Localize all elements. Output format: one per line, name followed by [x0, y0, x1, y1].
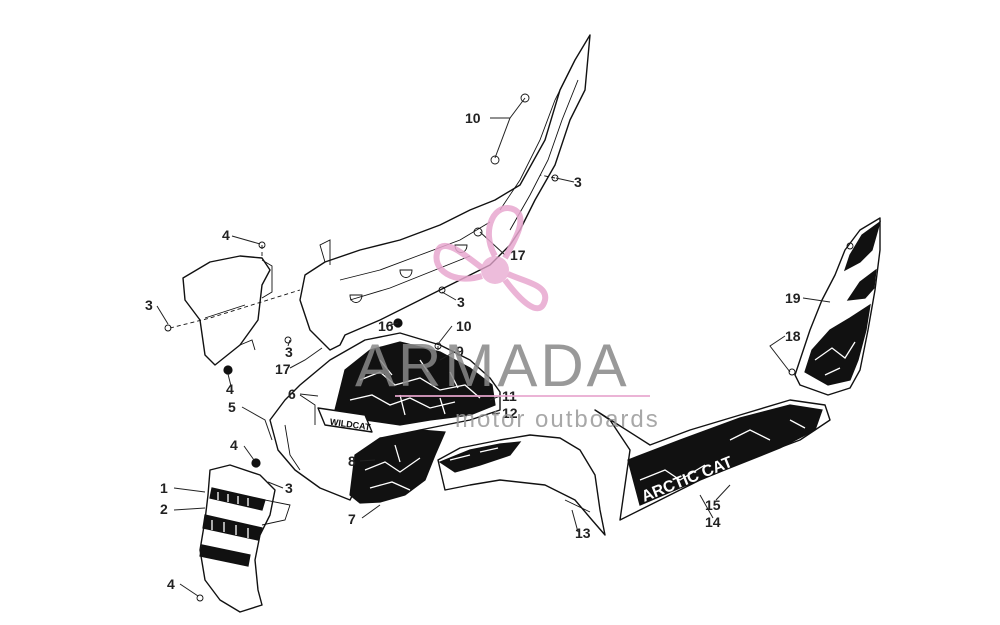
callout-15: 15: [705, 497, 721, 513]
callout-8: 8: [348, 453, 356, 469]
callout-19: 19: [785, 290, 801, 306]
callout-3a: 3: [145, 297, 153, 313]
watermark-brand: ARMADA: [355, 332, 630, 399]
rear-side-panel: [788, 217, 882, 396]
callout-17a: 17: [275, 361, 291, 377]
callout-labels: 1 2 3 3 3 3 3 4 4 4 4 5 6 7 8 9 10 10 11…: [145, 110, 801, 592]
callout-18: 18: [785, 328, 801, 344]
center-fender-flare: [437, 434, 606, 536]
left-side-shroud: [182, 255, 273, 366]
right-side-panel: ARCTIC CAT: [594, 399, 831, 521]
callout-10b: 10: [456, 318, 472, 334]
callout-16: 16: [378, 318, 394, 334]
callout-4a: 4: [222, 227, 230, 243]
leader-lines: [156, 97, 831, 597]
callout-4d: 4: [167, 576, 175, 592]
callout-9: 9: [456, 343, 464, 359]
callout-17b: 17: [510, 247, 526, 263]
callout-4b: 4: [226, 381, 234, 397]
callout-12: 12: [502, 405, 518, 421]
callout-2: 2: [160, 501, 168, 517]
callout-3d: 3: [574, 174, 582, 190]
callout-3c: 3: [457, 294, 465, 310]
callout-4c: 4: [230, 437, 238, 453]
watermark: ARMADA motor outboards: [355, 205, 660, 433]
front-grille-assembly: [199, 464, 291, 613]
callout-13: 13: [575, 525, 591, 541]
callout-10a: 10: [465, 110, 481, 126]
upper-console-support: [299, 34, 591, 351]
callout-14: 14: [705, 514, 721, 530]
callout-3b: 3: [285, 344, 293, 360]
watermark-tagline: motor outboards: [455, 406, 660, 433]
callout-5: 5: [228, 399, 236, 415]
callout-6: 6: [288, 386, 296, 402]
propeller-logo: [433, 205, 549, 312]
assembly-dashed-lines: [169, 174, 556, 355]
callout-3e: 3: [285, 480, 293, 496]
front-hood: WILDCAT: [269, 332, 501, 504]
callout-1: 1: [160, 480, 168, 496]
callout-7: 7: [348, 511, 356, 527]
hardware-fasteners: [164, 174, 559, 602]
